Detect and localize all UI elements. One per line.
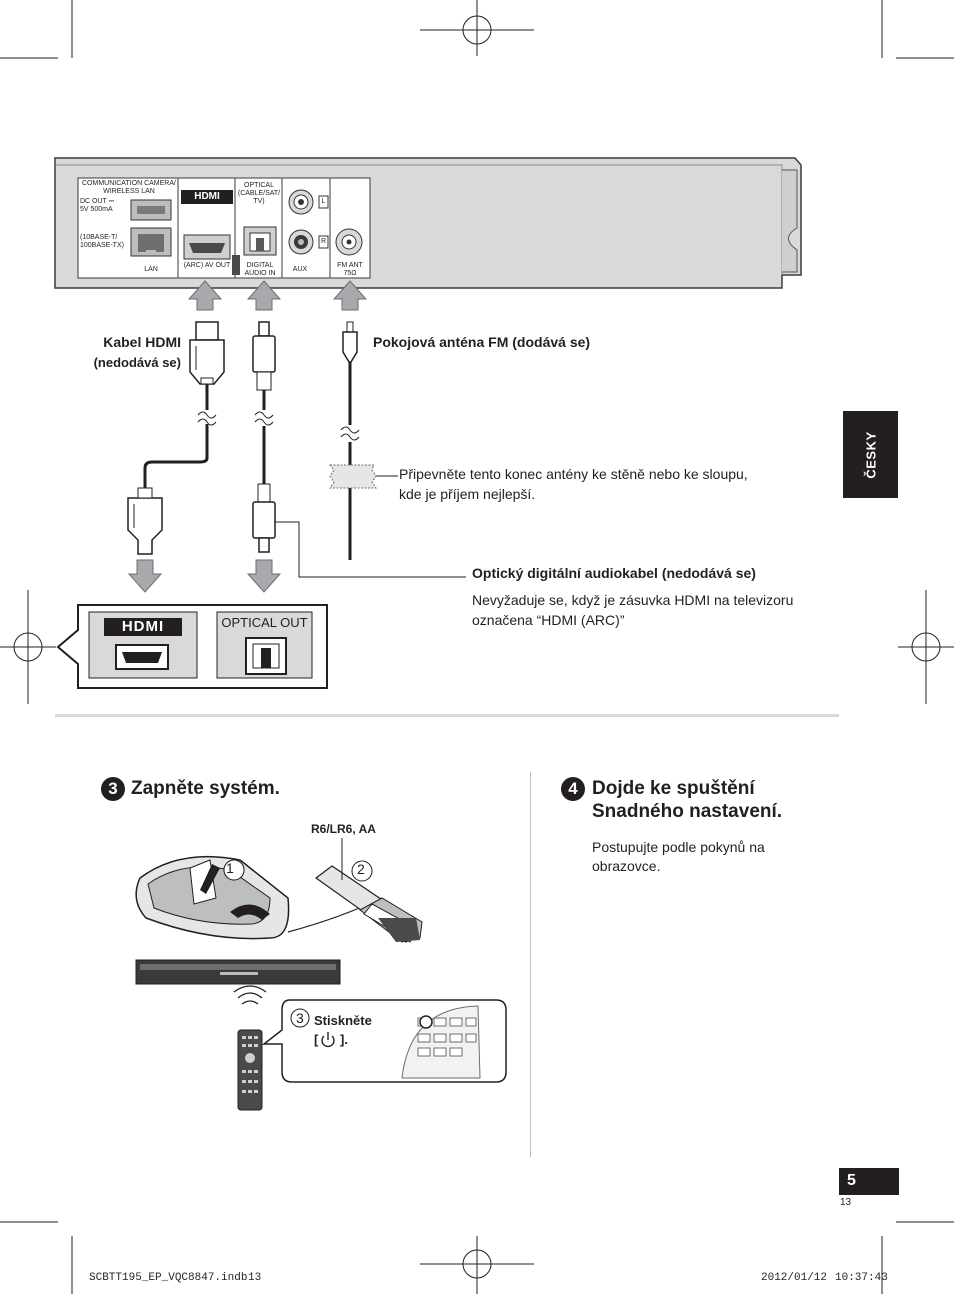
tv-hdmi-logo: HDMI <box>121 618 165 635</box>
up-arrow-icon <box>187 280 368 311</box>
substep-2: 2 <box>357 861 365 877</box>
footer-date: 2012/01/12 <box>761 1272 828 1284</box>
step4-title-line1: Dojde ke spuštění <box>592 778 755 799</box>
language-tab: ČESKY <box>843 411 898 498</box>
panel-label-dcout: DC OUT ⎓ 5V 500mA <box>80 198 115 213</box>
signal-icon <box>233 985 267 1005</box>
down-arrow-icon <box>127 559 282 593</box>
tv-optical-out-label: OPTICAL OUT <box>221 615 308 630</box>
step4-body-line1: Postupujte podle pokynů na <box>592 839 765 855</box>
panel-label-digital: DIGITAL AUDIO IN <box>244 262 276 277</box>
panel-label-lan: LAN <box>144 266 158 273</box>
footer-time: 10:37:43 <box>835 1272 888 1284</box>
step3-title: Zapněte systém. <box>131 778 280 799</box>
step3-number: 3 <box>101 777 125 801</box>
power-icon <box>321 1032 335 1048</box>
panel-hdmi-logo: HDMI <box>194 191 220 202</box>
press-bracket-open: [ <box>314 1032 319 1047</box>
remote-control-icon <box>237 1029 263 1111</box>
step3-illustration <box>135 838 507 1111</box>
panel-label-r: R <box>320 238 327 245</box>
panel-label-l: L <box>321 198 326 205</box>
hdmi-cable-note: (nedodává se) <box>93 355 181 370</box>
optical-cable-label: Optický digitální audiokabel (nedodává s… <box>472 565 756 581</box>
press-bracket-close: ]. <box>340 1032 348 1047</box>
substep-3: 3 <box>296 1010 304 1026</box>
panel-label-lan-spec: (10BASE-T/ 100BASE-TX) <box>80 234 124 249</box>
hdmi-port-icon <box>183 234 231 260</box>
battery-label: R6/LR6, AA <box>311 822 376 836</box>
footer-file-page: 13 <box>248 1272 262 1284</box>
footer-file: SCBTT195_EP_VQC8847.indb <box>89 1272 248 1284</box>
substep-1: 1 <box>226 860 234 876</box>
panel-label-fm: FM ANT 75Ω <box>337 262 363 277</box>
panel-label-aux: AUX <box>292 266 308 273</box>
registration-target-icon <box>420 1236 534 1294</box>
fm-antenna-jack-icon <box>335 228 363 256</box>
section-divider <box>55 714 839 717</box>
page-sub-number: 13 <box>840 1197 852 1208</box>
step4-number: 4 <box>561 777 585 801</box>
step4-title-line2: Snadného nastavení. <box>592 801 783 822</box>
column-divider <box>530 772 531 1157</box>
fm-antenna <box>328 321 398 560</box>
optical-port-icon <box>243 226 277 256</box>
hdmi-cable <box>127 321 225 555</box>
press-label: Stiskněte <box>314 1013 372 1028</box>
panel-label-comm: COMMUNICATION CAMERA/ WIRELESS LAN <box>82 180 176 195</box>
hdmi-port-icon <box>115 644 169 670</box>
tv-panel <box>56 604 328 689</box>
rca-jack-icon <box>288 189 314 255</box>
page-number: 5 <box>839 1168 899 1195</box>
panel-label-optical: OPTICAL (CABLE/SAT/ TV) <box>237 182 281 205</box>
registration-target-icon <box>898 590 954 704</box>
step4-body-line2: obrazovce. <box>592 858 661 874</box>
optical-note: Nevyžaduje se, když je zásuvka HDMI na t… <box>472 592 794 628</box>
panel-label-arc: (ARC) AV OUT <box>183 262 231 269</box>
registration-target-icon <box>0 590 56 704</box>
optical-cable <box>252 321 466 578</box>
connection-diagram <box>54 157 839 717</box>
hdmi-cable-label: Kabel HDMI <box>103 334 181 350</box>
fm-antenna-label: Pokojová anténa FM (dodává se) <box>373 334 591 350</box>
optical-port-icon <box>245 637 287 675</box>
device-rear-panel <box>54 157 802 289</box>
antenna-tip: Připevněte tento konec antény ke stěně n… <box>399 466 748 502</box>
registration-target-icon <box>420 0 534 56</box>
